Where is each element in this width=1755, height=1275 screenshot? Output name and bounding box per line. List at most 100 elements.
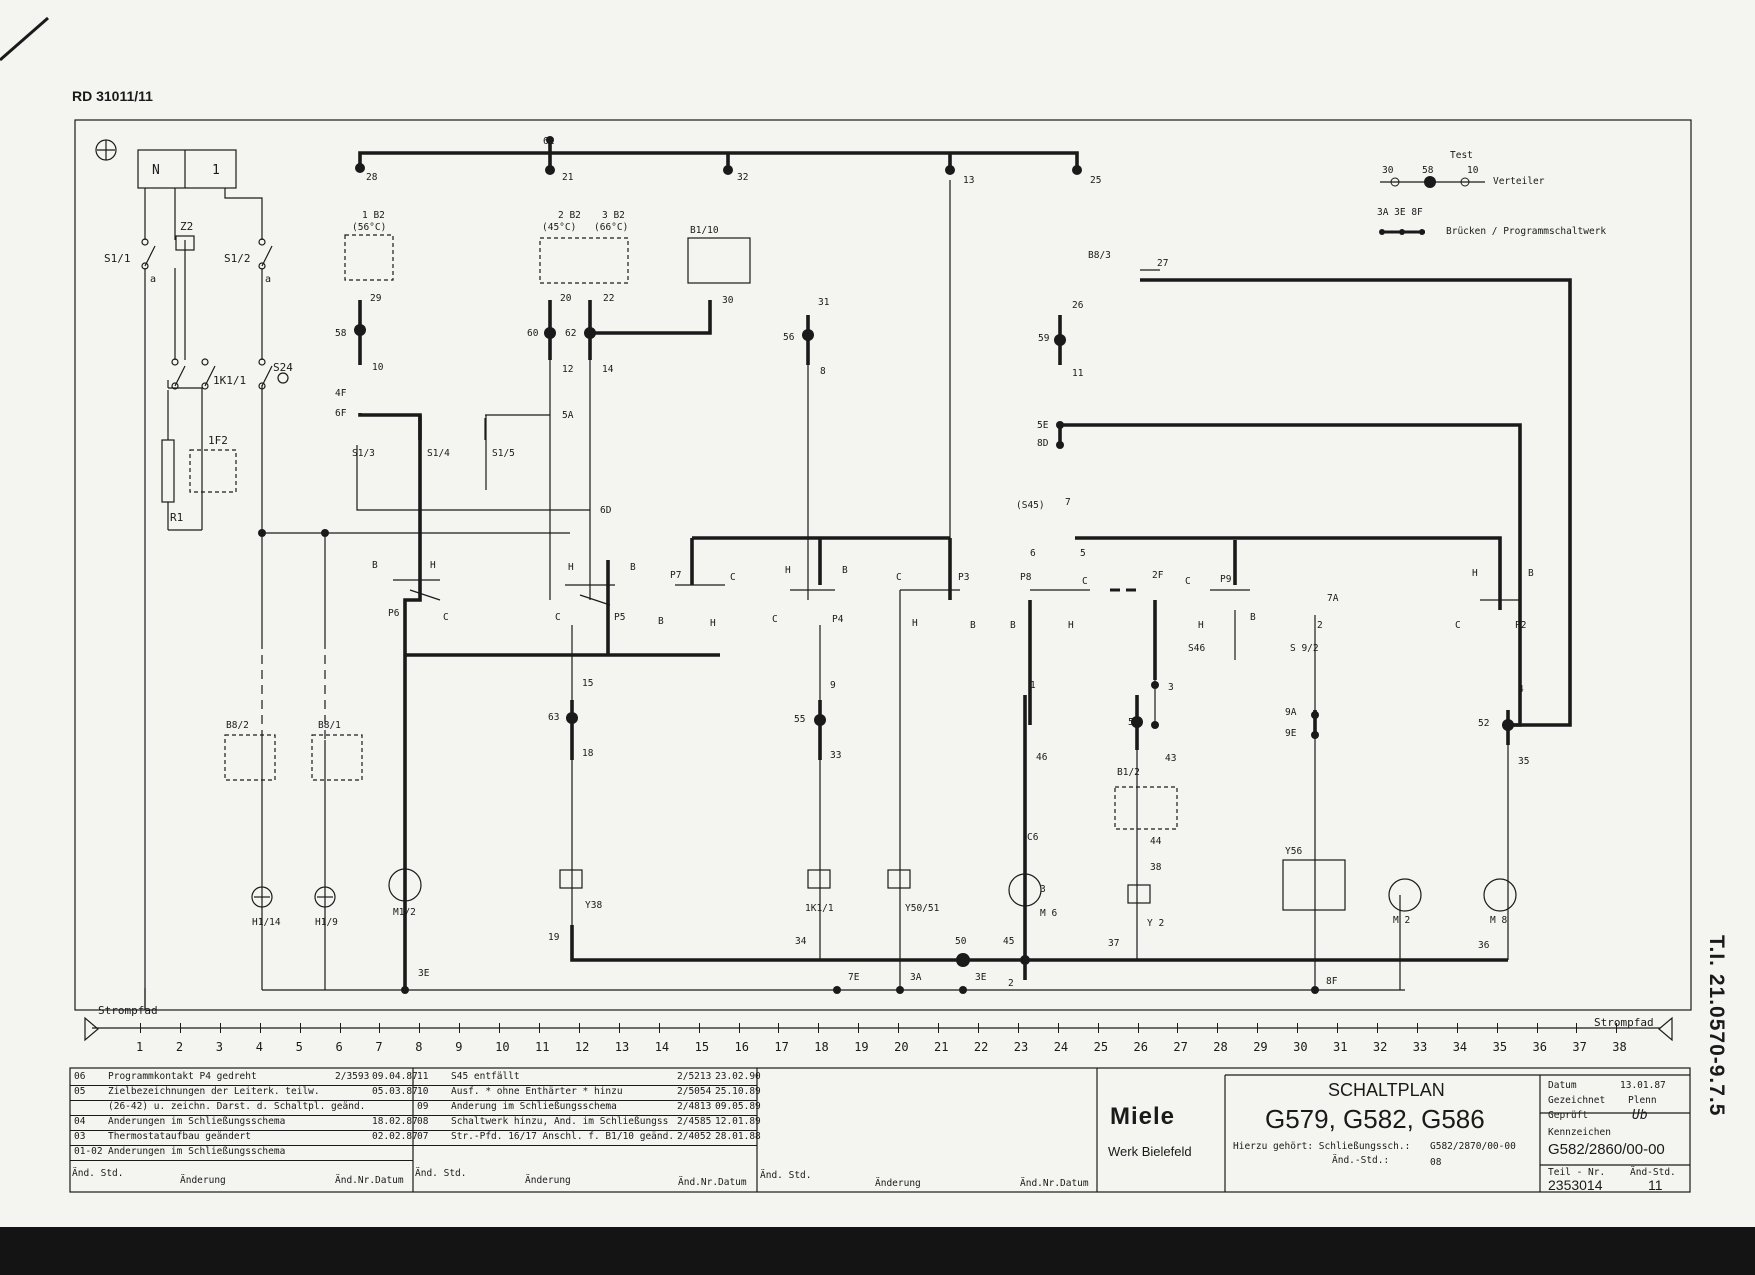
revision-row-line bbox=[70, 1115, 413, 1116]
switch-s1-1 bbox=[141, 238, 156, 270]
label-34: 34 bbox=[795, 936, 807, 947]
label-7e: 7E bbox=[848, 972, 860, 983]
label-c-p2: C bbox=[1455, 620, 1461, 631]
label-5a: 5A bbox=[562, 410, 574, 421]
label-m2: M 2 bbox=[1393, 915, 1411, 926]
strompfad-tick bbox=[1337, 1023, 1338, 1033]
label-c6: C6 bbox=[1027, 832, 1039, 843]
label-r1: R1 bbox=[170, 511, 183, 524]
col-datum-3: Datum bbox=[1060, 1178, 1089, 1189]
label-14: 14 bbox=[602, 364, 614, 375]
revision-row-line bbox=[70, 1145, 413, 1146]
revision-nr: 2/4052 bbox=[677, 1131, 712, 1142]
label-p7: P7 bbox=[670, 570, 682, 581]
label-18: 18 bbox=[582, 748, 594, 759]
revision-idx: 01-02 bbox=[74, 1146, 103, 1157]
strompfad-number: 26 bbox=[1133, 1040, 1148, 1054]
label-2: 2 bbox=[1317, 620, 1323, 631]
label-43: 43 bbox=[1165, 753, 1177, 764]
label-p3: P3 bbox=[958, 572, 970, 583]
strompfad-tick bbox=[858, 1023, 860, 1033]
datum-label: Datum bbox=[1548, 1080, 1577, 1091]
brand-logo: Miele bbox=[1110, 1103, 1176, 1130]
col-anderung-1: Änderung bbox=[180, 1175, 226, 1186]
hierzu-label: Hierzu gehört: Schließungssch.: bbox=[1233, 1141, 1411, 1152]
motor-icons bbox=[388, 868, 1517, 912]
strompfad-tick bbox=[499, 1023, 501, 1033]
label-21: 21 bbox=[562, 172, 574, 183]
revision-date: 28.01.88 bbox=[715, 1131, 761, 1142]
label-h-p7: H bbox=[710, 618, 716, 629]
strompfad-tick bbox=[1217, 1023, 1219, 1033]
label-33: 33 bbox=[830, 750, 842, 761]
label-p6: P6 bbox=[388, 608, 400, 619]
label-46: 46 bbox=[1036, 752, 1048, 763]
revision-row-line bbox=[70, 1130, 413, 1131]
strompfad-number: 3 bbox=[215, 1040, 224, 1054]
revision-text: Schaltwerk hinzu, Änd. im Schließungss bbox=[451, 1116, 669, 1127]
label-56: 56 bbox=[783, 332, 795, 343]
strompfad-tick bbox=[1017, 1023, 1019, 1033]
strompfad-tick bbox=[1297, 1023, 1299, 1033]
strompfad-number: 6 bbox=[335, 1040, 343, 1054]
strompfad-number: 33 bbox=[1412, 1040, 1428, 1054]
label-30: 30 bbox=[722, 295, 734, 306]
label-63: 63 bbox=[548, 712, 560, 723]
label-3a: 3A bbox=[910, 972, 922, 983]
label-1f2: 1F2 bbox=[208, 434, 228, 447]
strompfad-number: 22 bbox=[973, 1040, 989, 1054]
strompfad-tick bbox=[698, 1023, 700, 1033]
label-m8: M 8 bbox=[1490, 915, 1508, 926]
label-26: 26 bbox=[1072, 300, 1084, 311]
label-c-p6: C bbox=[443, 612, 449, 623]
revision-idx: 04 bbox=[74, 1116, 86, 1127]
revision-text: Programmkontakt P4 gedreht bbox=[108, 1071, 257, 1082]
strompfad-tick bbox=[977, 1023, 979, 1033]
col-datum-1: Datum bbox=[375, 1175, 404, 1186]
revision-date: 23.02.90 bbox=[715, 1071, 761, 1082]
strompfad-tick bbox=[738, 1023, 740, 1033]
strompfad-tick bbox=[219, 1023, 221, 1033]
strompfad-number: 19 bbox=[854, 1040, 869, 1054]
label-32: 32 bbox=[737, 172, 749, 183]
revision-nr: 2/4813 bbox=[677, 1101, 712, 1112]
label-b8-3: B8/3 bbox=[1088, 250, 1111, 261]
label-h-p9: H bbox=[1198, 620, 1204, 631]
label-12: 12 bbox=[562, 364, 574, 375]
strompfad-tick bbox=[938, 1023, 939, 1033]
label-29: 29 bbox=[370, 293, 382, 304]
strompfad-number: 17 bbox=[774, 1040, 789, 1054]
label-3b2: 3 B2 bbox=[602, 210, 625, 221]
label-13: 13 bbox=[963, 175, 975, 186]
revision-row-line bbox=[413, 1145, 757, 1146]
revision-text: Thermostataufbau geändert bbox=[108, 1131, 251, 1142]
label-5e: 5E bbox=[1037, 420, 1049, 431]
revision-text: Zielbezeichnungen der Leiterk. teilw. bbox=[108, 1086, 320, 1097]
strompfad-tick bbox=[339, 1023, 341, 1033]
strompfad-tick bbox=[1496, 1023, 1498, 1033]
label-m6: M 6 bbox=[1040, 908, 1058, 919]
label-11: 11 bbox=[1072, 368, 1084, 379]
program-contacts bbox=[393, 579, 1520, 606]
revision-date: 25.10.89 bbox=[715, 1086, 761, 1097]
revision-text: Ausf. * ohne Enthärter * hinzu bbox=[451, 1086, 623, 1097]
label-a-1: a bbox=[150, 274, 156, 285]
label-b-p7: B bbox=[658, 616, 664, 627]
label-50: 50 bbox=[955, 936, 967, 947]
switch-s24 bbox=[258, 358, 289, 390]
label-62: 62 bbox=[565, 328, 577, 339]
label-35: 35 bbox=[1518, 756, 1530, 767]
label-5: 5 bbox=[1080, 548, 1086, 559]
strompfad-tick bbox=[1536, 1023, 1538, 1033]
label-1: 1 bbox=[1030, 680, 1036, 691]
strompfad-number: 14 bbox=[654, 1040, 670, 1054]
strompfad-tick bbox=[1097, 1023, 1099, 1033]
strompfad-number: 35 bbox=[1492, 1040, 1508, 1054]
strompfad-tick bbox=[818, 1023, 820, 1033]
terminal-block bbox=[137, 149, 237, 189]
strompfad-tick bbox=[179, 1023, 181, 1033]
label-38: 38 bbox=[1150, 862, 1162, 873]
label-b1-10: B1/10 bbox=[690, 225, 719, 236]
label-p8: P8 bbox=[1020, 572, 1032, 583]
